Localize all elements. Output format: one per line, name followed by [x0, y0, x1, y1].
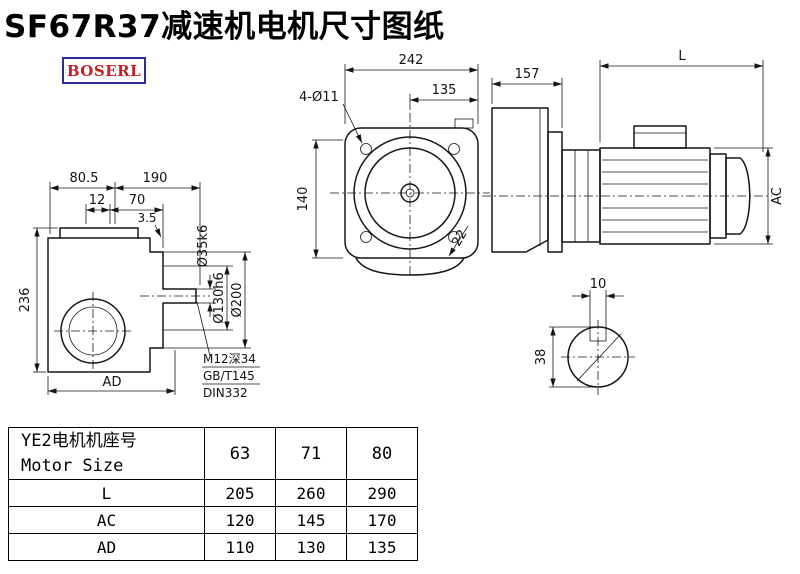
dim-236: 236	[18, 288, 33, 313]
table-row-AD: AD 110 130 135	[8, 533, 418, 561]
note-m12: M12深34	[203, 352, 256, 366]
dim-157: 157	[515, 67, 540, 82]
table-header-row: YE2电机机座号 Motor Size 63 71 80	[8, 427, 418, 480]
table-header-cell: YE2电机机座号 Motor Size	[8, 427, 205, 480]
terminal-box	[633, 125, 687, 149]
table-cell: 290	[346, 479, 418, 507]
page-title: SF67R37减速机电机尺寸图纸	[4, 9, 445, 45]
dim-38: 38	[534, 349, 549, 366]
table-column-71: 71	[275, 427, 347, 480]
dim-AD: AD	[103, 375, 122, 390]
table-cell: 205	[204, 479, 276, 507]
table-cell: 145	[275, 506, 347, 534]
motor-view: 157 L AC	[482, 49, 785, 253]
table-cell: 135	[346, 533, 418, 561]
dim-12: 12	[89, 193, 106, 208]
dim-80-5: 80.5	[70, 171, 99, 186]
dim-L: L	[678, 49, 686, 64]
dim-3-5: 3.5	[137, 211, 156, 225]
gearbox-profile	[491, 107, 549, 253]
boserl-logo: BOSERL	[62, 57, 146, 84]
fan-cover	[725, 157, 751, 235]
table-cell: 120	[204, 506, 276, 534]
flange-disc	[547, 131, 563, 253]
dim-140: 140	[296, 187, 311, 212]
gearbox-top-step	[59, 227, 139, 238]
row-label: L	[8, 479, 205, 507]
motor-size-table: YE2电机机座号 Motor Size 63 71 80 L 205 260 2…	[8, 427, 418, 561]
shaft-section-view: 10 38	[534, 277, 635, 395]
bolt-hole	[448, 231, 460, 243]
gearbox-side-outline	[47, 237, 197, 373]
row-label: AD	[8, 533, 205, 561]
table-cell: 170	[346, 506, 418, 534]
note-gb: GB/T145	[203, 369, 255, 383]
dim-135: 135	[432, 83, 457, 98]
bolt-hole	[448, 143, 460, 155]
dim-AC: AC	[770, 187, 785, 205]
table-row-L: L 205 260 290	[8, 479, 418, 507]
top-lug	[454, 118, 474, 129]
table-cell: 260	[275, 479, 347, 507]
dim-dia35: Ø35k6	[196, 225, 211, 268]
bolt-hole	[360, 143, 372, 155]
dim-bolt-holes: 4-Ø11	[299, 90, 339, 105]
table-row-AC: AC 120 145 170	[8, 506, 418, 534]
dim-dia130: Ø130h6	[212, 272, 227, 324]
boserl-logo-text: BOSERL	[66, 61, 142, 80]
dim-190: 190	[143, 171, 168, 186]
row-label: AC	[8, 506, 205, 534]
dim-dia200: Ø200	[230, 282, 245, 317]
table-header-line1: YE2电机机座号	[21, 430, 137, 451]
front-view: 242 135 4-Ø11 140 22	[296, 53, 490, 278]
note-din: DIN332	[203, 386, 248, 400]
dim-70: 70	[129, 193, 146, 208]
dim-10: 10	[590, 277, 607, 292]
table-column-80: 80	[346, 427, 418, 480]
table-header-line2: Motor Size	[21, 455, 124, 476]
table-column-63: 63	[204, 427, 276, 480]
housing-bottom	[355, 257, 465, 276]
side-view: 80.5 190 12 70 3.5 236 AD	[18, 171, 260, 400]
bolt-hole	[360, 231, 372, 243]
dim-242: 242	[399, 53, 424, 68]
table-cell: 130	[275, 533, 347, 561]
table-cell: 110	[204, 533, 276, 561]
dim-22: 22	[449, 227, 470, 249]
